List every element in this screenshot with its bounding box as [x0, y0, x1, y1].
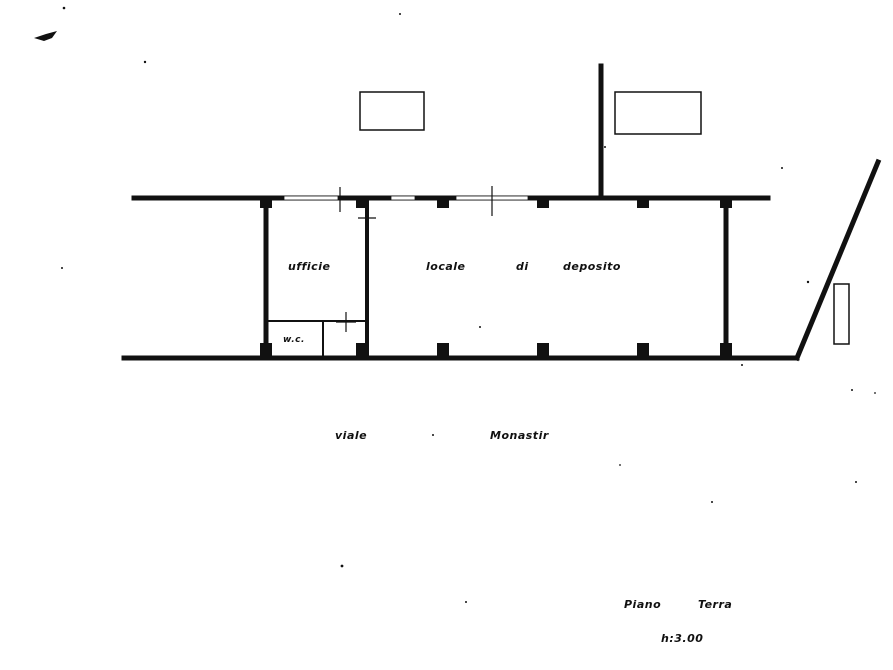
pillar [260, 343, 272, 357]
street-label-viale: viale [335, 429, 367, 442]
scan-specks [34, 6, 876, 603]
pillar [720, 199, 732, 208]
pillar [260, 199, 272, 208]
pillar [437, 343, 449, 357]
scale-label: h:3.00 [661, 632, 703, 645]
pillar [720, 343, 732, 357]
pillar [356, 343, 368, 357]
diagonal-wall [793, 158, 882, 362]
pillar [356, 199, 368, 208]
room-label-wc: w.c. [283, 335, 305, 345]
pillar [537, 343, 549, 357]
room-label-storage-locale: locale [426, 260, 466, 273]
pillar [637, 343, 649, 357]
outside-rectangle-right [614, 91, 702, 135]
pillar [637, 199, 649, 208]
walls [121, 63, 882, 362]
pillar [537, 199, 549, 208]
pillar [437, 199, 449, 208]
street-label-monastir: Monastir [490, 429, 549, 442]
floor-label-terra: Terra [698, 598, 732, 611]
room-label-office: ufficie [288, 260, 330, 273]
window-opening [283, 195, 339, 201]
room-label-storage-di: di [516, 260, 529, 273]
door-marks [336, 186, 493, 332]
ink-blot [34, 31, 57, 41]
window-opening [390, 195, 416, 201]
outside-rectangle-side [833, 283, 850, 345]
pillars [260, 199, 732, 357]
floor-label-piano: Piano [624, 598, 661, 611]
outside-rectangle-left [359, 91, 425, 131]
room-label-storage-deposito: deposito [563, 260, 621, 273]
